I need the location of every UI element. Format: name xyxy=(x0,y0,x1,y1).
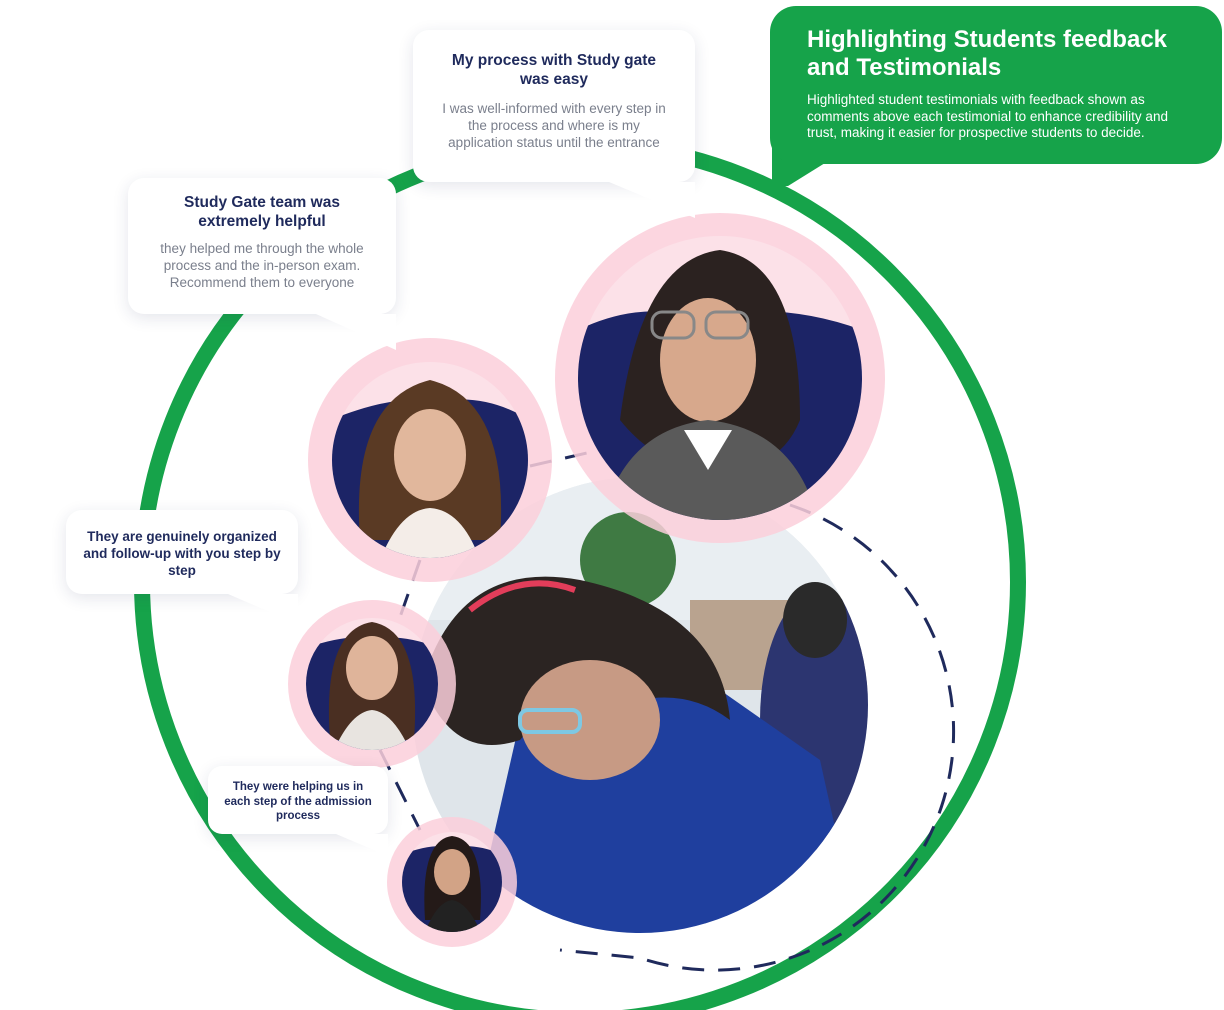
bubble-tail xyxy=(336,834,388,856)
callout-description: Highlighted student testimonials with fe… xyxy=(807,92,1168,140)
testimonial-bubble-1: My process with Study gate was easy I wa… xyxy=(413,30,695,218)
student-photo-4 xyxy=(387,817,517,947)
callout-title: Highlighting Students feedback and Testi… xyxy=(807,26,1168,81)
student-photo-3 xyxy=(288,600,456,768)
testimonial-bubble-4: They were helping us in each step of the… xyxy=(208,766,388,856)
bubble-tail xyxy=(316,314,396,350)
testimonial-title: They were helping us in each step of the… xyxy=(224,781,372,823)
bubble-tail xyxy=(609,182,695,218)
testimonial-title: My process with Study gate was easy xyxy=(451,52,657,88)
testimonial-title: They are genuinely organized and follow-… xyxy=(83,529,281,578)
bubble-tail xyxy=(228,594,298,624)
student-photo-2 xyxy=(308,338,552,582)
dashed-path xyxy=(378,448,956,972)
testimonial-title: Study Gate team was extremely helpful xyxy=(184,194,340,230)
feature-callout: Highlighting Students feedback and Testi… xyxy=(770,6,1222,164)
student-photo-large xyxy=(555,213,885,543)
testimonial-quote: they helped me through the whole process… xyxy=(160,240,364,291)
testimonial-quote: I was well-informed with every step in t… xyxy=(442,100,666,151)
testimonial-bubble-2: Study Gate team was extremely helpful th… xyxy=(128,178,396,350)
testimonial-bubble-3: They are genuinely organized and follow-… xyxy=(66,510,298,624)
